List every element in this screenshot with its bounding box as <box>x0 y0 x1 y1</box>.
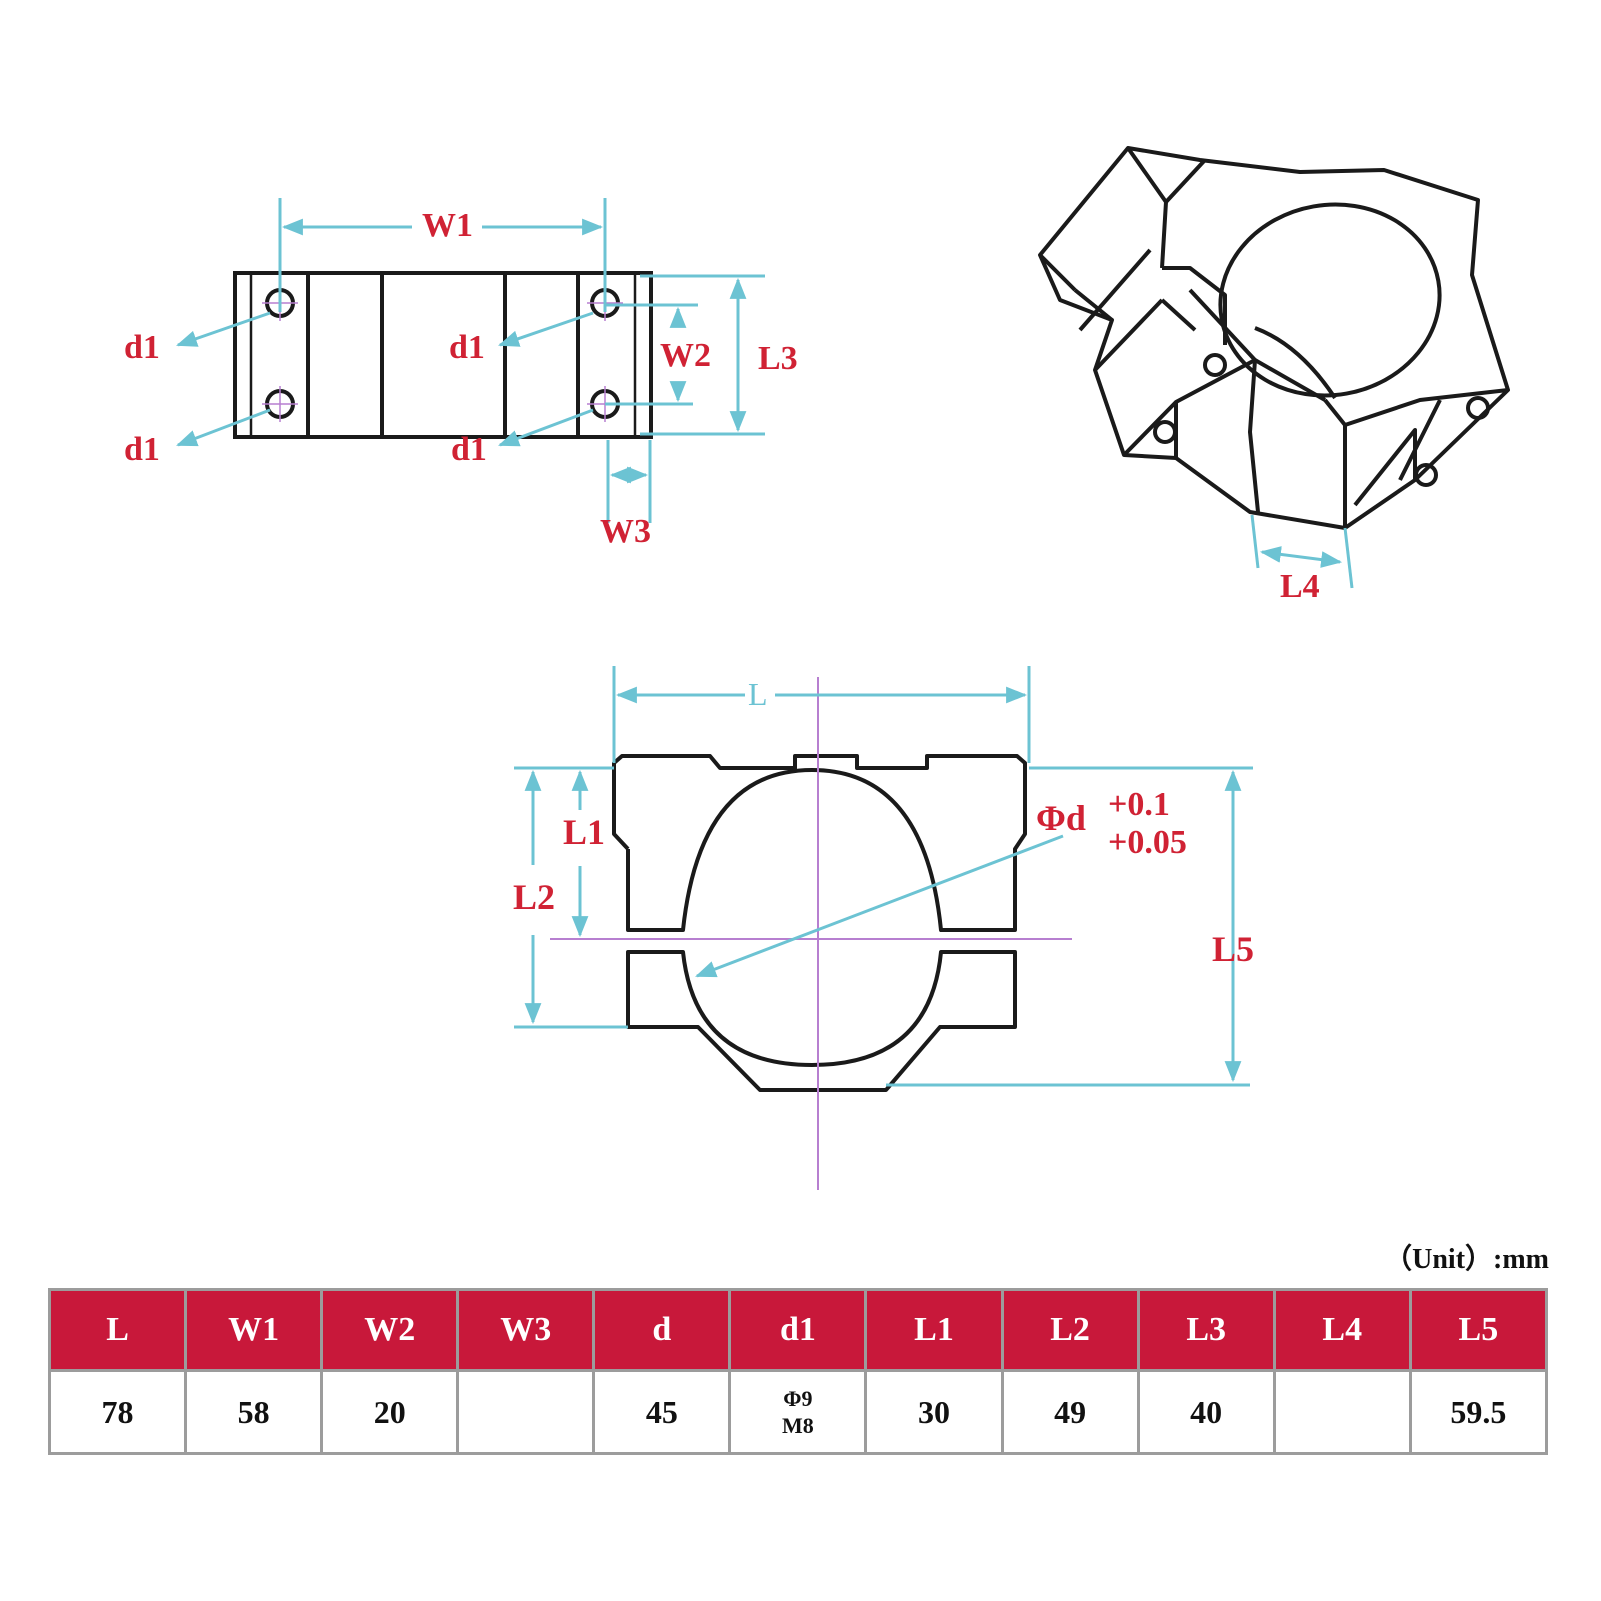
header-l5: L5 <box>1408 1288 1549 1372</box>
isometric-view: L4 <box>1038 146 1510 605</box>
header-l4: L4 <box>1272 1288 1412 1372</box>
header-l: L <box>47 1288 188 1372</box>
table-row: 78 58 20 45 Φ9 M8 30 49 40 59.5 <box>47 1369 1549 1455</box>
label-w1: W1 <box>422 207 473 244</box>
table-header-row: L W1 W2 W3 d d1 L1 L2 L3 L4 L5 <box>47 1288 1549 1372</box>
label-d1: d1 <box>451 431 487 468</box>
cell-l4 <box>1272 1369 1412 1455</box>
top-view: W1 W2 L3 W3 d1 d1 d1 d1 <box>124 198 798 550</box>
cell-l2: 49 <box>1000 1369 1140 1455</box>
top-dimensions <box>176 198 765 523</box>
label-tolerance-upper: +0.1 <box>1108 786 1170 823</box>
label-w2: W2 <box>660 337 711 374</box>
label-d1: d1 <box>449 329 485 366</box>
label-tolerance-lower: +0.05 <box>1108 824 1187 861</box>
label-l2: L2 <box>513 877 555 917</box>
unit-note: （Unit）:mm <box>1384 1244 1549 1275</box>
label-l5: L5 <box>1212 929 1254 969</box>
label-l1: L1 <box>563 812 605 852</box>
header-d1: d1 <box>728 1288 868 1372</box>
cell-d: 45 <box>592 1369 732 1455</box>
header-d: d <box>592 1288 732 1372</box>
label-l3: L3 <box>758 340 798 377</box>
spec-table: L W1 W2 W3 d d1 L1 L2 L3 L4 L5 78 58 20 … <box>47 1288 1549 1455</box>
label-l4: L4 <box>1280 568 1320 605</box>
l4-dimension <box>1250 514 1354 589</box>
cell-d1: Φ9 M8 <box>728 1369 868 1455</box>
header-w3: W3 <box>456 1288 596 1372</box>
cell-w1: 58 <box>184 1369 324 1455</box>
cell-l1: 30 <box>864 1369 1004 1455</box>
header-l1: L1 <box>864 1288 1004 1372</box>
front-centerlines <box>550 677 1072 1190</box>
label-l: L <box>748 676 768 712</box>
cell-w3 <box>456 1369 596 1455</box>
label-phi-d: Φd <box>1036 798 1086 838</box>
header-l3: L3 <box>1136 1288 1276 1372</box>
label-d1: d1 <box>124 431 160 468</box>
hole-centerlines <box>262 285 623 422</box>
cell-l5: 59.5 <box>1408 1369 1549 1455</box>
cell-w2: 20 <box>320 1369 460 1455</box>
cell-d1-thread: M8 <box>782 1413 814 1438</box>
label-w3: W3 <box>600 513 651 550</box>
header-l2: L2 <box>1000 1288 1140 1372</box>
header-w2: W2 <box>320 1288 460 1372</box>
header-w1: W1 <box>184 1288 324 1372</box>
front-view-body <box>612 754 1027 1092</box>
front-dimensions <box>514 666 1253 1087</box>
cell-d1-diameter: Φ9 <box>783 1386 813 1411</box>
cell-l3: 40 <box>1136 1369 1276 1455</box>
cell-l: 78 <box>47 1369 188 1455</box>
label-d1: d1 <box>124 329 160 366</box>
front-view: L L1 L2 L5 Φd +0.1 +0.05 <box>513 666 1254 1190</box>
